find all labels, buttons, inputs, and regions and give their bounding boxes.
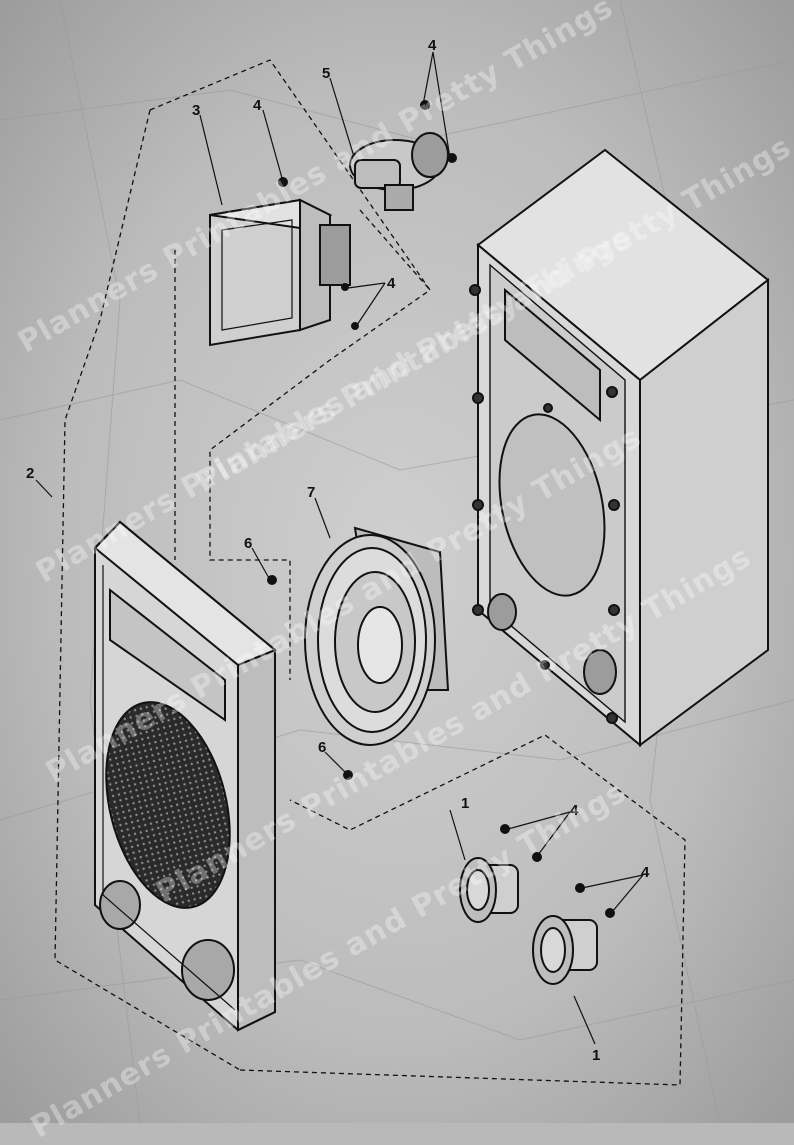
horn-tweeter	[209, 177, 351, 347]
small-drivers	[459, 824, 615, 985]
compression-driver	[349, 100, 457, 211]
callout-4-horn-screws: 4	[387, 275, 396, 292]
callout-7: 7	[307, 484, 315, 501]
callout-4-top: 4	[428, 37, 437, 54]
callout-3: 3	[192, 102, 200, 119]
callout-4-driver-a: 4	[570, 802, 579, 819]
tweeter-screws	[341, 283, 359, 330]
callout-2: 2	[26, 465, 34, 482]
callout-6-upper: 6	[244, 535, 252, 552]
callout-6-lower: 6	[318, 739, 326, 756]
exploded-guide-lines	[54, 59, 686, 1086]
speaker-cabinet	[469, 148, 770, 748]
front-grille-panel	[93, 520, 277, 1032]
callout-1-bottom: 1	[592, 1047, 600, 1064]
callout-labels: 1 1 2 3 4 4 4 4 4 5 6 6 7	[26, 37, 650, 1064]
leader-lines	[35, 51, 644, 1045]
woofer	[267, 526, 450, 780]
callout-4-driver-b: 4	[641, 864, 650, 881]
callout-4-tweeter: 4	[253, 97, 262, 114]
callout-5: 5	[322, 65, 330, 82]
callout-1-top: 1	[461, 795, 469, 812]
